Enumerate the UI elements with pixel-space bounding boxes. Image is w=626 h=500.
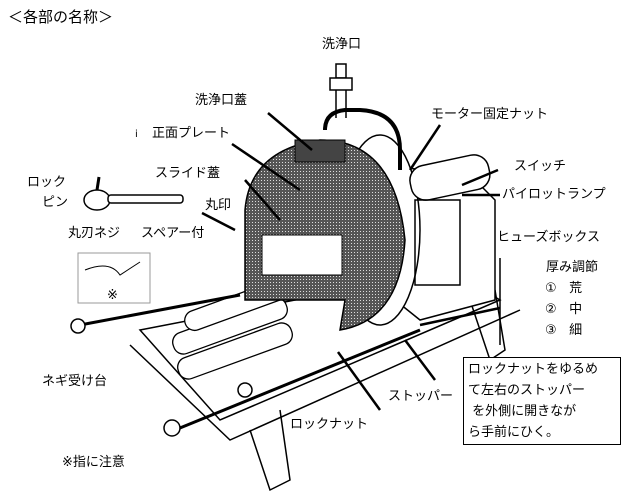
slide-lid-slot	[261, 234, 343, 276]
note-line: て左右のストッパー	[468, 383, 586, 398]
label-spare-included: スペアー付	[141, 226, 205, 241]
diagram-title: ＜各部の名称＞	[8, 8, 114, 26]
label-front-plate-mark: i	[135, 129, 138, 140]
label-washing-port: 洗浄口	[322, 37, 362, 52]
label-washing-port-lid: 洗浄口蓋	[195, 93, 248, 108]
thickness-option-medium: ② 中	[545, 302, 583, 317]
label-lock-nut: ロックナット	[290, 417, 369, 432]
note-line: ら手前にひく。	[468, 425, 560, 440]
faucet-icon	[323, 63, 402, 170]
label-front-plate: 正面プレート	[152, 126, 231, 141]
label-pilot-lamp: パイロットランプ	[502, 187, 606, 202]
thickness-option-fine: ③ 細	[545, 323, 583, 338]
label-lock: ロック	[27, 175, 67, 190]
note-line: を外側に開きなが	[468, 404, 577, 419]
label-leek-tray: ネギ受け台	[42, 374, 108, 389]
label-asterisk: ※	[107, 288, 118, 303]
label-round-blade-screw: 丸刃ネジ	[68, 226, 121, 241]
instruction-note: ロックナットをゆるめ て左右のストッパー を外側に開きなが ら手前にひく。	[463, 357, 621, 445]
label-stopper: ストッパー	[388, 389, 454, 404]
leek-tray-rods	[70, 293, 421, 437]
lock-pin-icon	[83, 176, 184, 211]
label-switch: スイッチ	[514, 159, 567, 174]
thickness-option-coarse: ① 荒	[545, 281, 583, 296]
label-motor-nut: モーター固定ナット	[431, 107, 549, 122]
leader-lines	[201, 112, 501, 411]
label-pin: ピン	[42, 195, 69, 210]
label-thickness-title: 厚み調節	[546, 260, 599, 275]
label-slide-lid: スライド蓋	[155, 166, 221, 181]
label-circle-mark: 丸印	[205, 198, 232, 213]
label-finger-caution: ※指に注意	[62, 455, 125, 470]
label-fuse-box: ヒューズボックス	[497, 230, 600, 245]
inset-detail	[77, 252, 151, 304]
note-line: ロックナットをゆるめ	[468, 362, 599, 377]
